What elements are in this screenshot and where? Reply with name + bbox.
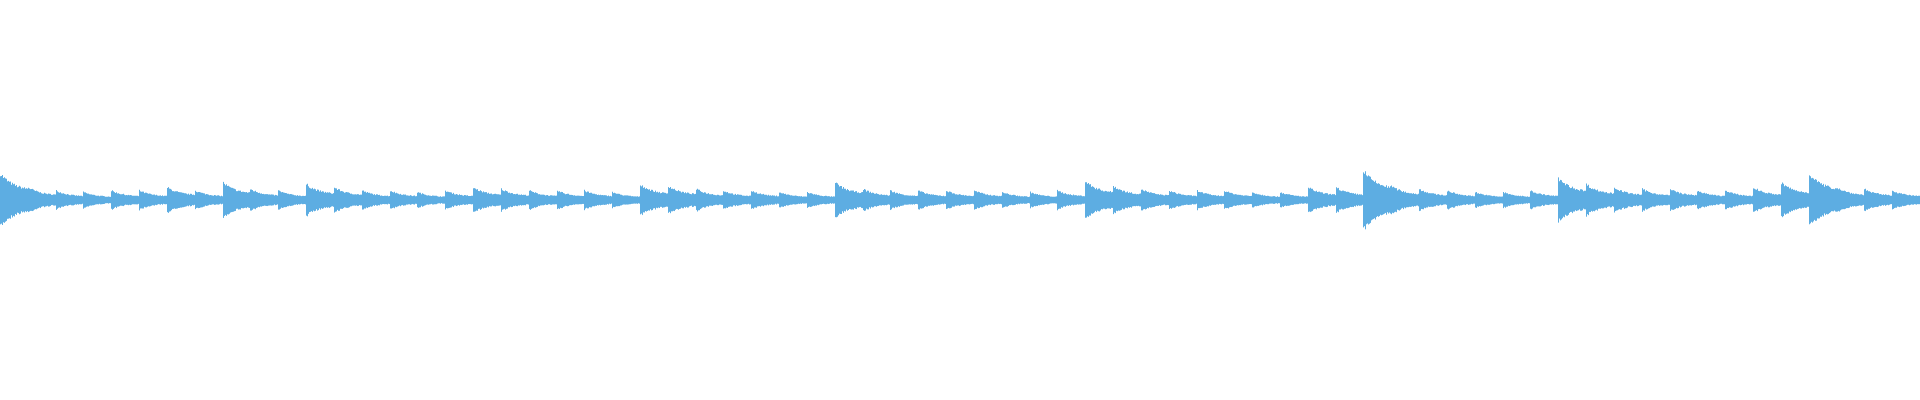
waveform-note xyxy=(1113,186,1141,215)
waveform-note xyxy=(417,192,445,208)
waveform-note xyxy=(1558,177,1586,223)
waveform-note xyxy=(1781,182,1809,218)
waveform-note xyxy=(195,190,223,210)
waveform-note xyxy=(1252,192,1280,208)
waveform-note xyxy=(668,187,696,214)
waveform-note xyxy=(1753,188,1781,212)
waveform-note xyxy=(0,175,28,225)
waveform-note xyxy=(1002,192,1030,208)
waveform-note xyxy=(362,190,390,210)
waveform-note xyxy=(1447,190,1475,210)
waveform-note xyxy=(445,190,473,210)
waveform-note xyxy=(83,191,111,209)
waveform-note xyxy=(390,191,417,209)
waveform-note xyxy=(1892,190,1920,210)
waveform-note xyxy=(501,188,529,212)
waveform-note xyxy=(946,191,974,210)
waveform-note xyxy=(529,190,557,210)
waveform-note xyxy=(1197,190,1224,211)
waveform-note xyxy=(1614,187,1642,213)
waveform-note xyxy=(640,185,668,216)
waveform-note xyxy=(1864,188,1892,212)
waveform-note xyxy=(223,181,250,219)
waveform-note xyxy=(1308,187,1336,213)
waveform-note xyxy=(779,192,807,208)
waveform-note xyxy=(1697,191,1725,210)
waveform-note xyxy=(167,187,195,213)
waveform-note xyxy=(250,189,278,211)
waveform-note xyxy=(584,189,612,211)
waveform-note xyxy=(278,190,306,210)
waveform-note xyxy=(835,182,863,218)
waveform-note xyxy=(111,190,139,210)
waveform-note xyxy=(1391,185,1419,215)
waveform-note xyxy=(1336,187,1363,213)
waveform-note xyxy=(1725,190,1753,210)
waveform-note xyxy=(28,187,56,213)
waveform-note xyxy=(1057,189,1085,211)
waveform-note xyxy=(807,192,835,208)
waveform-note xyxy=(890,190,918,211)
waveform-note xyxy=(473,188,501,212)
waveform-note xyxy=(1837,188,1864,212)
waveform-note xyxy=(1586,183,1614,217)
waveform-note xyxy=(1280,192,1308,208)
waveform-note xyxy=(1670,189,1697,212)
waveform-note xyxy=(918,190,946,210)
waveform-note xyxy=(1169,191,1197,209)
waveform-note xyxy=(751,191,779,209)
waveform-note xyxy=(1530,190,1558,210)
waveform-note xyxy=(1809,175,1837,225)
waveform-note xyxy=(723,191,751,209)
waveform-note xyxy=(334,187,362,213)
waveform-note xyxy=(974,190,1002,210)
waveform-note xyxy=(1642,188,1670,212)
waveform-note xyxy=(1503,192,1530,209)
waveform-note xyxy=(557,190,584,210)
waveform-note xyxy=(306,183,334,217)
waveform-note xyxy=(1224,191,1252,209)
waveform-note xyxy=(1141,189,1169,211)
waveform-note xyxy=(863,189,890,211)
waveform-note xyxy=(139,189,167,211)
waveform-note xyxy=(1419,189,1447,212)
waveform-note xyxy=(696,188,723,212)
waveform-note xyxy=(1363,171,1391,230)
waveform-note xyxy=(612,191,640,209)
waveform-note xyxy=(1030,191,1057,209)
waveform-note xyxy=(56,190,83,210)
waveform-note xyxy=(1475,192,1503,208)
waveform-note xyxy=(1085,182,1113,218)
